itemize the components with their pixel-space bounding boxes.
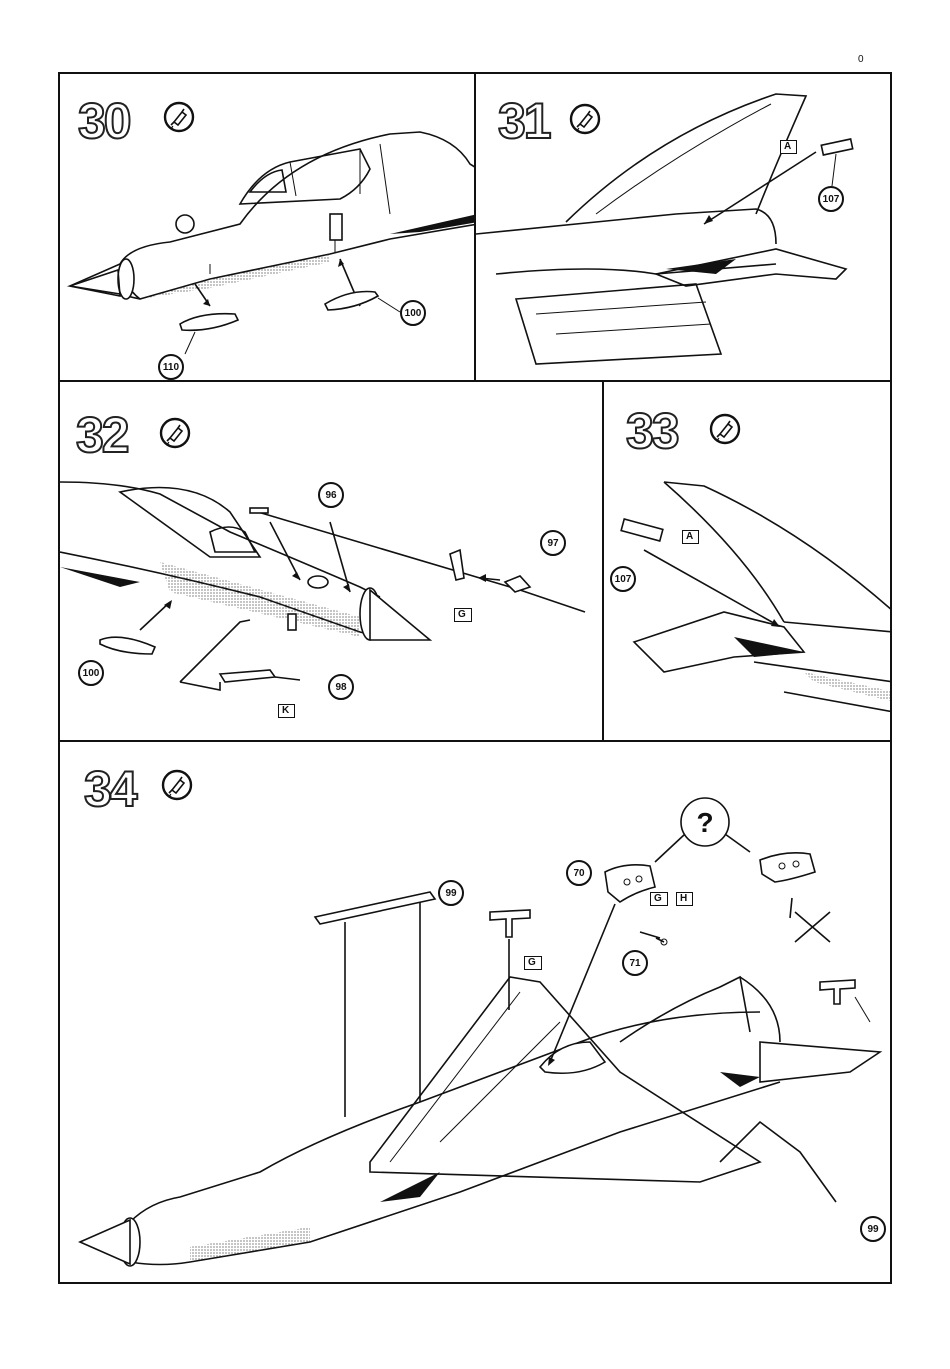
step-33-number: 33 (626, 406, 678, 456)
callout-110: 110 (158, 354, 184, 380)
step-33-panel: 33 A 107 (602, 380, 892, 742)
svg-text:?: ? (696, 807, 713, 838)
callout-97: 97 (540, 530, 566, 556)
glue-tube-icon (158, 416, 192, 450)
glue-tube-icon (708, 412, 742, 446)
glue-tube-icon (162, 100, 196, 134)
callout-107: 107 (818, 186, 844, 212)
step-34-number: 34 (84, 764, 136, 814)
step-34-drawing: ? (60, 742, 892, 1284)
callout-71: 71 (622, 950, 648, 976)
callout-70: 70 (566, 860, 592, 886)
callout-96: 96 (318, 482, 344, 508)
step-31-panel: 31 A 107 (474, 72, 892, 382)
decal-flag-k: K (278, 704, 295, 718)
decal-flag-g: G (524, 956, 542, 970)
callout-107: 107 (610, 566, 636, 592)
decal-flag-g: G (454, 608, 472, 622)
decal-flag-a: A (780, 140, 797, 154)
callout-98: 98 (328, 674, 354, 700)
step-30-panel: 30 100 110 (58, 72, 476, 382)
step-32-number: 32 (76, 410, 128, 460)
step-34-panel: ? 34 70 71 99 99 G G H (58, 740, 892, 1284)
callout-99: 99 (860, 1216, 886, 1242)
step-32-panel: 32 96 97 98 100 G K (58, 380, 604, 742)
glue-tube-icon (160, 768, 194, 802)
step-31-number: 31 (498, 96, 550, 146)
page-number: 0 (858, 54, 864, 65)
decal-flag-a: A (682, 530, 699, 544)
callout-100: 100 (400, 300, 426, 326)
decal-flag-h: H (676, 892, 693, 906)
decal-flag-g: G (650, 892, 668, 906)
glue-tube-icon (568, 102, 602, 136)
cross-out-icon (795, 912, 830, 942)
callout-100: 100 (78, 660, 104, 686)
callout-99: 99 (438, 880, 464, 906)
step-30-number: 30 (78, 96, 130, 146)
